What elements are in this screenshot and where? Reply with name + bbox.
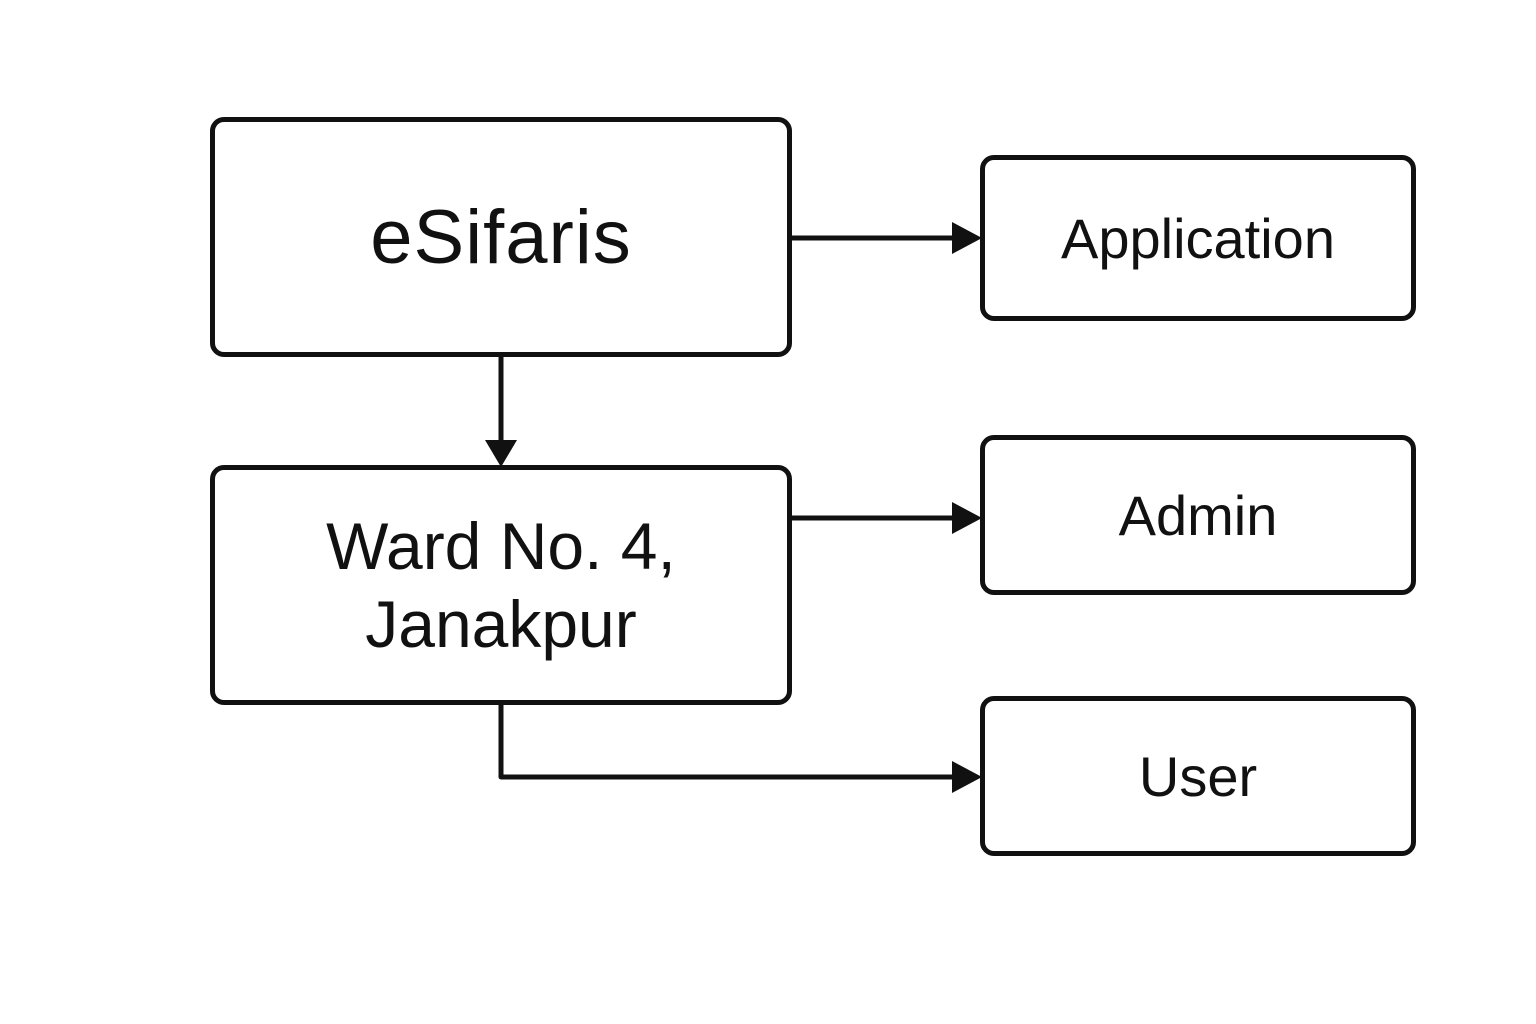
arrowhead-icon <box>485 440 517 467</box>
node-admin-label: Admin <box>1118 483 1278 547</box>
arrowhead-icon <box>952 502 982 534</box>
node-esifaris-label: eSifaris <box>370 194 632 280</box>
edge-esifaris-to-application <box>792 222 982 254</box>
node-user: User <box>980 696 1416 856</box>
node-application-label: Application <box>1061 206 1335 270</box>
node-ward-label-line1: Ward No. 4, <box>326 509 676 583</box>
node-ward-label: Ward No. 4, Janakpur <box>326 507 676 663</box>
edge-ward-to-user <box>498 705 982 793</box>
node-ward: Ward No. 4, Janakpur <box>210 465 792 705</box>
edge-esifaris-to-ward <box>485 357 517 467</box>
node-user-label: User <box>1138 744 1258 808</box>
node-ward-label-line2: Janakpur <box>365 587 637 661</box>
arrowhead-icon <box>952 761 982 793</box>
edge-ward-to-admin <box>792 502 982 534</box>
node-application: Application <box>980 155 1416 321</box>
arrowhead-icon <box>952 222 982 254</box>
node-esifaris: eSifaris <box>210 117 792 357</box>
node-admin: Admin <box>980 435 1416 595</box>
